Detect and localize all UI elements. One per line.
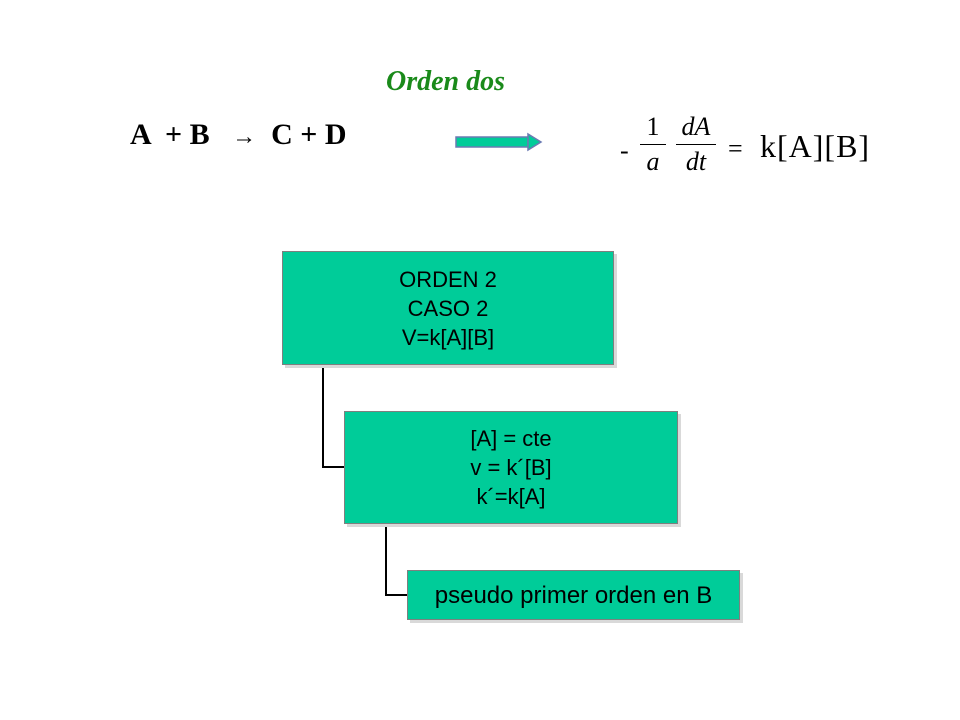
rate-equation: - 1 a dA dt = k[A][B]	[610, 110, 880, 190]
box-line: pseudo primer orden en B	[434, 581, 713, 609]
block-arrow-icon	[455, 132, 543, 152]
box-line: [A] = cte	[470, 426, 552, 451]
fraction-numerator: dA	[676, 112, 716, 145]
reaction-equation: A + B → C + D	[130, 118, 347, 152]
connector-line	[385, 524, 407, 596]
fraction-numerator: 1	[640, 112, 666, 145]
reactants: A + B	[130, 118, 210, 151]
products: C + D	[271, 118, 347, 151]
diagram-title: Orden dos	[386, 66, 506, 97]
equals-sign: =	[728, 134, 743, 163]
fraction-one-over-a: 1 a	[640, 112, 666, 177]
box-line: ORDEN 2	[399, 266, 497, 292]
connector-line	[322, 365, 344, 468]
box-a-constant: [A] = cte v = k´[B] k´=k[A]	[344, 411, 678, 524]
box-orden-2: ORDEN 2 CASO 2 V=k[A][B]	[282, 251, 614, 365]
box-line: CASO 2	[407, 295, 489, 321]
minus-sign: -	[620, 136, 629, 165]
box-line: V=k[A][B]	[401, 324, 495, 350]
fraction-denominator: dt	[685, 147, 707, 176]
reaction-arrow-icon: →	[232, 124, 257, 150]
box-line: k´=k[A]	[476, 484, 546, 509]
box-pseudo-first-order: pseudo primer orden en B	[407, 570, 740, 620]
box-line: v = k´[B]	[470, 455, 552, 480]
fraction-denominator: a	[646, 147, 660, 176]
fraction-dA-dt: dA dt	[676, 112, 716, 177]
rate-law-rhs: k[A][B]	[760, 128, 871, 164]
